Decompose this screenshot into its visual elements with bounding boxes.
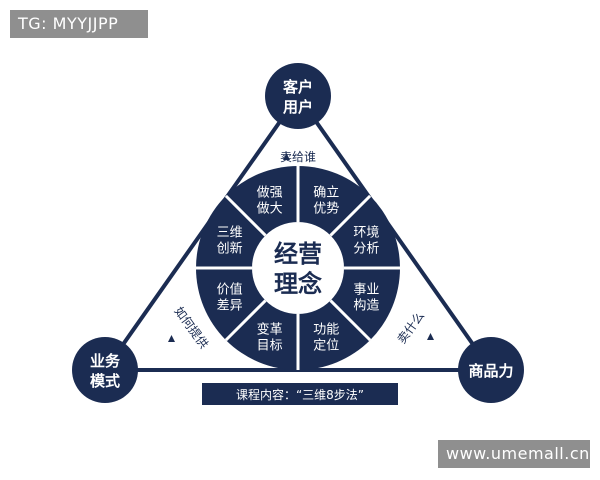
center-title-line-1: 经营	[274, 240, 322, 268]
wheel-segment-text: 环境	[353, 226, 379, 241]
wheel-segment-text: 差异	[217, 298, 243, 313]
corner-node-product-power: 商品力	[458, 337, 524, 403]
corner-business-model-line-1: 业务	[90, 352, 121, 370]
wheel-segment-text: 事业	[353, 282, 379, 297]
wheel-segment-text: 三维	[217, 226, 243, 241]
corner-node-business-model: 业务 模式	[72, 337, 138, 403]
wheel-segment-text: 分析	[353, 242, 379, 257]
segment-divider	[224, 299, 267, 342]
wheel-segment-text: 功能	[313, 322, 339, 337]
wheel-segment-text: 确立	[313, 186, 339, 201]
wheel-segment-text: 变革	[257, 321, 283, 337]
corner-product-power-label: 商品力	[468, 362, 513, 380]
wheel-segment-text: 价值	[217, 281, 243, 297]
segment-divider	[224, 194, 267, 237]
corner-node-customer: 客户 用户	[265, 63, 331, 129]
course-banner: 课程内容：“三维8步法”	[202, 383, 398, 405]
watermark-bottom: www.umemall.cn	[438, 440, 590, 468]
arrow-marker-left	[168, 335, 175, 342]
corner-business-model-line-2: 模式	[90, 372, 120, 390]
wheel-center-hub	[252, 222, 344, 314]
edge-label-what-to-sell: 卖什么	[395, 309, 427, 346]
segment-divider	[329, 194, 372, 237]
segment-divider	[329, 299, 372, 342]
arrow-marker-top	[283, 153, 290, 160]
watermark-top: TG: MYYJJPP	[10, 10, 148, 38]
center-title-line-2: 理念	[274, 270, 322, 298]
course-banner-text: 课程内容：“三维8步法”	[236, 387, 364, 402]
wheel-segment-text: 定位	[313, 338, 339, 353]
wheel-segment-text: 构造	[353, 298, 379, 313]
wheel-segment-text: 创新	[217, 241, 243, 257]
wheel-segment-text: 目标	[257, 338, 283, 353]
arrow-marker-right	[427, 333, 434, 340]
corner-customer-line-1: 客户	[282, 78, 313, 96]
segment-dividers	[196, 166, 400, 370]
triangle-edge-left	[103, 94, 300, 372]
triangle-edge-right	[296, 94, 493, 372]
wheel-segment-text: 做大	[257, 202, 283, 217]
wheel-segment-text: 做强	[257, 186, 283, 201]
corner-customer-line-2: 用户	[283, 98, 313, 116]
wheel-segment-text: 优势	[313, 201, 339, 217]
edge-label-sell-to-whom: 卖给谁	[280, 150, 316, 164]
